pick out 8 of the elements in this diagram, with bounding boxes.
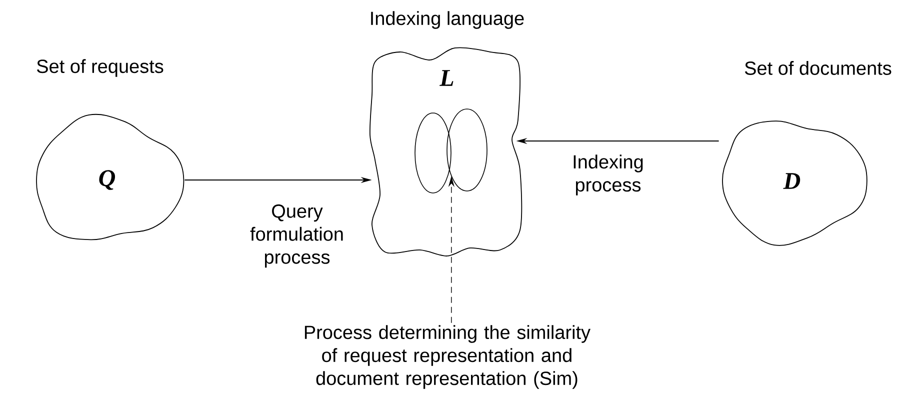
process-label: Process determining the similarity of request representation and document representation (Sim) bbox=[304, 325, 590, 389]
edge-label: Query formulation process bbox=[250, 204, 343, 268]
node-label: Set of documents bbox=[744, 61, 892, 75]
ellipse-shape bbox=[414, 112, 452, 194]
ellipse-shape bbox=[446, 108, 488, 192]
edge-label: Indexing process bbox=[574, 154, 643, 196]
node-label: Indexing language bbox=[371, 11, 524, 29]
node-label: Set of requests bbox=[36, 59, 164, 77]
